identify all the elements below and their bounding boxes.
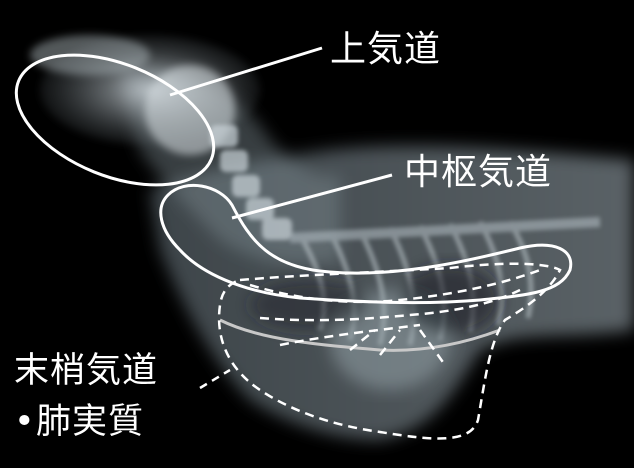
lung-parenchyma-label: 肺実質 (36, 405, 144, 440)
peripheral-airway-label: 末梢気道 (14, 354, 158, 389)
bullet-icon: • (14, 405, 35, 440)
upper-airway-label: 上気道 (330, 32, 441, 68)
central-airway-label: 中枢気道 (404, 155, 552, 191)
